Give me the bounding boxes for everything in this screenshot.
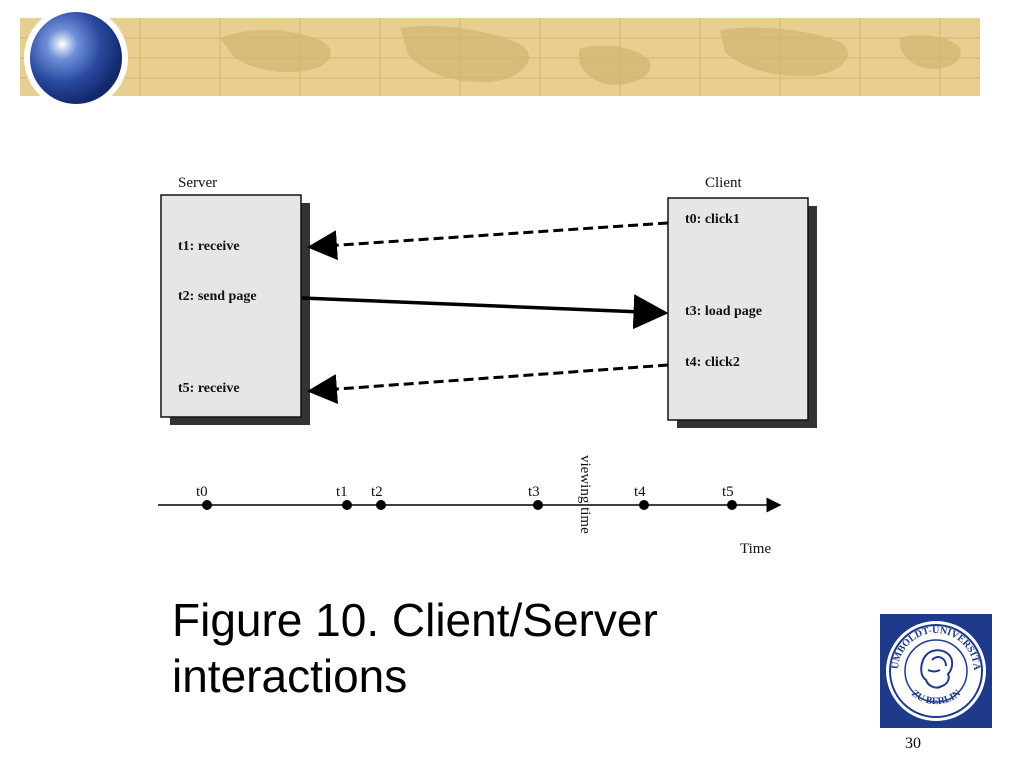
timeline-label-t5: t5: [722, 484, 734, 500]
seal-profile-icon: [920, 649, 954, 689]
university-seal-logo: HUMBOLDT-UNIVERSITÄT ZU BERLIN: [880, 614, 992, 728]
client-server-diagram: Server t1: receive t2: send page t5: rec…: [158, 175, 817, 557]
server-box: [160, 194, 310, 425]
arrow-click2-to-receive: [307, 363, 669, 405]
timeline-dot-t4: [639, 500, 649, 510]
client-title: Client: [705, 175, 742, 191]
viewing-time-label: viewing time: [577, 455, 593, 534]
arrow-send-page-to-load-page: [301, 294, 669, 330]
server-event-t2: t2: send page: [178, 289, 257, 304]
globe-icon: [30, 12, 122, 104]
client-event-t3: t3: load page: [685, 304, 762, 319]
caption-line-2: interactions: [172, 650, 408, 702]
header-banner: [20, 18, 980, 96]
client-box: [667, 197, 817, 428]
server-event-t1: t1: receive: [178, 239, 240, 254]
timeline-dot-t5: [727, 500, 737, 510]
timeline-dot-t0: [202, 500, 212, 510]
timeline-label-t0: t0: [196, 484, 208, 500]
server-event-t5: t5: receive: [178, 381, 240, 396]
client-event-t0: t0: click1: [685, 212, 740, 227]
timeline-dot-t1: [342, 500, 352, 510]
figure-caption: Figure 10. Client/Server interactions: [172, 592, 772, 704]
timeline-dot-t3: [533, 500, 543, 510]
caption-line-1: Figure 10. Client/Server: [172, 594, 658, 646]
timeline-dot-t2: [376, 500, 386, 510]
timeline-label-t2: t2: [371, 484, 383, 500]
page-number: 30: [905, 735, 921, 752]
timeline-label-t4: t4: [634, 484, 646, 500]
client-event-t4: t4: click2: [685, 355, 740, 370]
timeline-ticks: [202, 500, 737, 510]
timeline-label-t1: t1: [336, 484, 348, 500]
timeline-label-t3: t3: [528, 484, 540, 500]
arrow-click1-to-receive: [307, 221, 669, 261]
server-title: Server: [178, 175, 217, 191]
time-axis-label: Time: [740, 541, 771, 557]
